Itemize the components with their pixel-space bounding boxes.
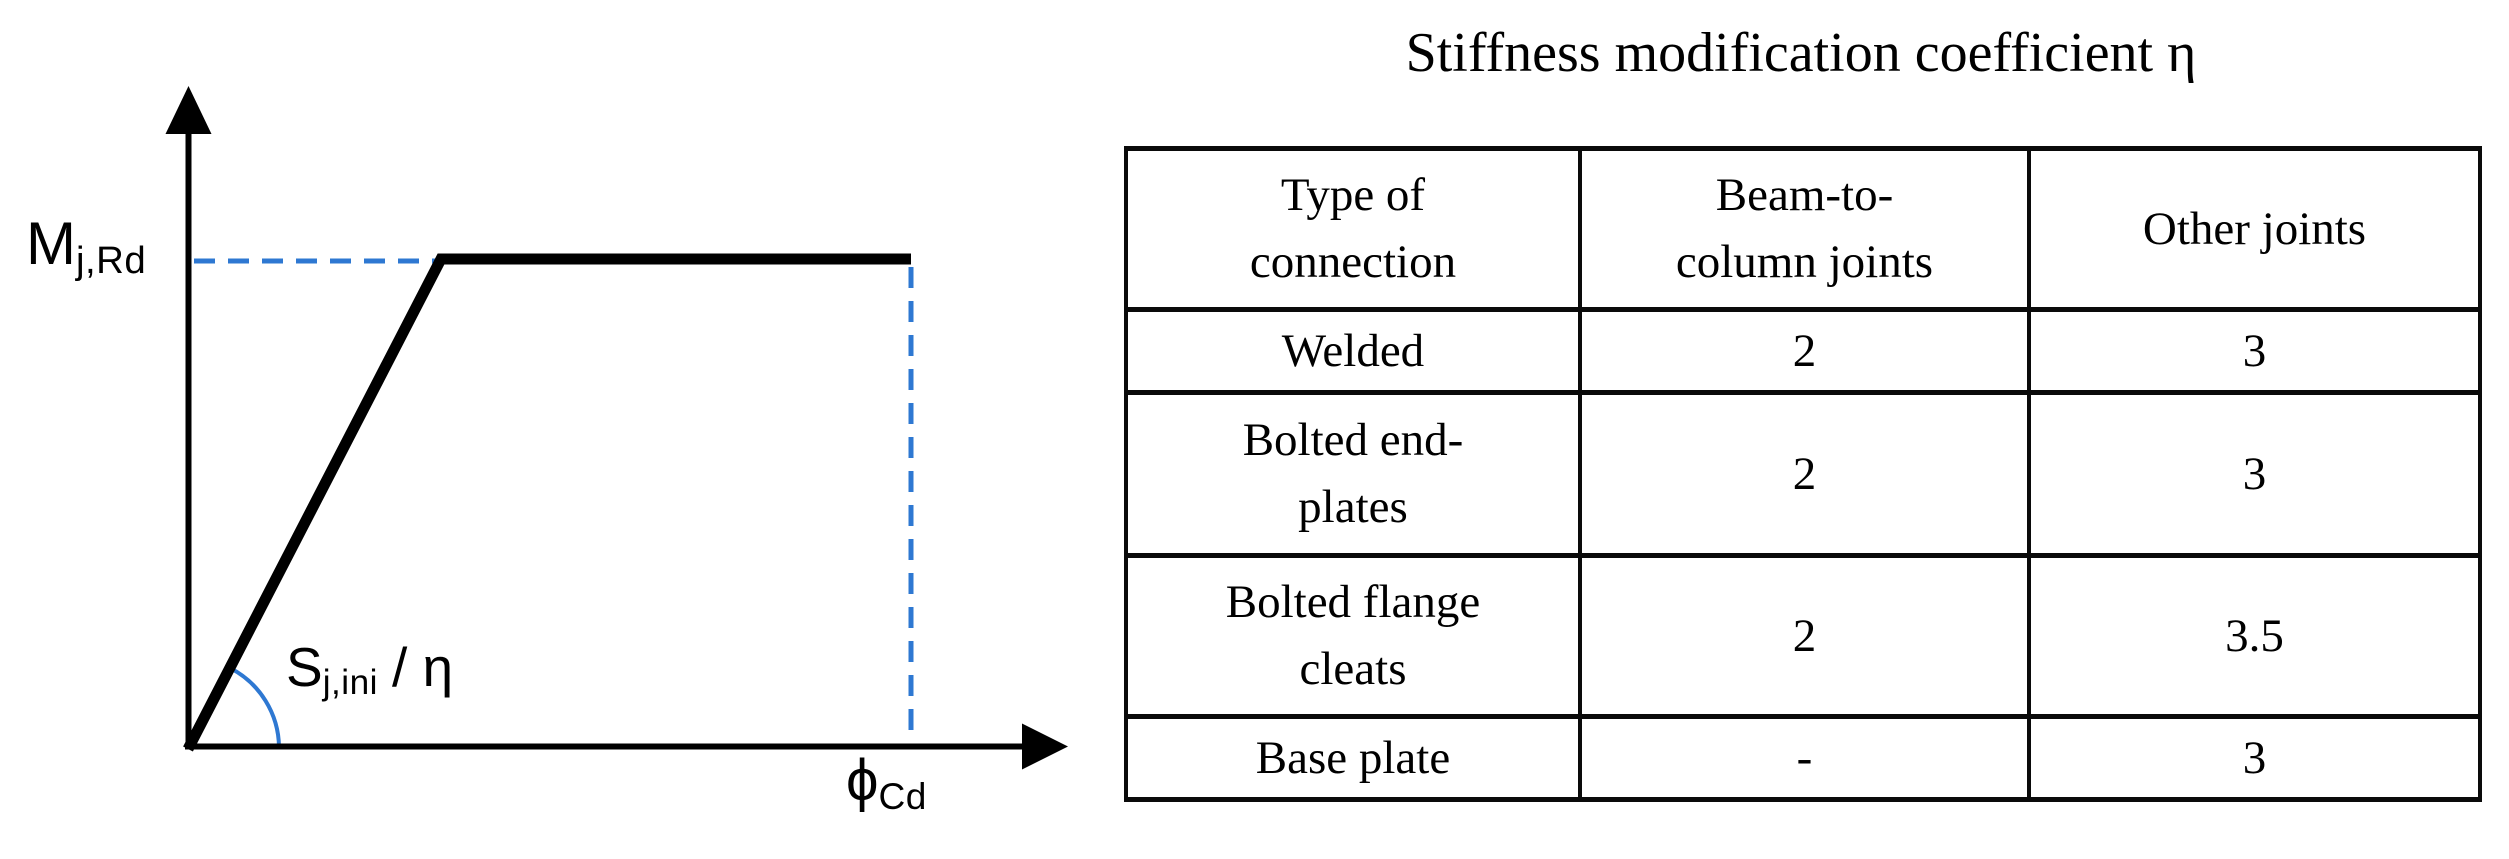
col-header-type-of-connection: Type of connection [1124,146,1582,312]
stiffness-label-suffix: / η [392,636,454,698]
table-title: Stiffness modification coefficient η [1405,22,2197,84]
rotation-label-subscript: Cd [878,774,927,817]
col-header-other-joints: Other joints [2027,146,2482,312]
moment-label-subscript: j,Rd [75,239,147,283]
rotation-capacity-label: ϕCd [846,752,927,815]
y-axis-arrow-icon [165,86,212,134]
cell-beam-to-column-value: 2 [1578,390,2031,558]
cell-other-joints-value: 3 [2027,714,2482,802]
row-label: Bolted flange cleats [1124,553,1582,719]
stiffness-label-subscript: j,ini [322,663,378,703]
cell-other-joints-value: 3 [2027,307,2482,395]
angle-arc [228,666,281,749]
cell-beam-to-column-value: 2 [1578,307,2031,395]
table-header-row: Type of connection Beam-to- column joint… [1124,146,2482,312]
cell-beam-to-column-value: - [1578,714,2031,802]
moment-resistance-label: Mj,Rd [26,214,146,281]
row-label: Base plate [1124,714,1582,802]
stiffness-coefficient-table: Type of connection Beam-to- column joint… [1124,146,2482,802]
cell-other-joints-value: 3 [2027,390,2482,558]
bilinear-curve [183,253,911,752]
cell-beam-to-column-value: 2 [1578,553,2031,719]
table-row-base-plate: Base plate - 3 [1124,714,2482,802]
moment-rotation-diagram [165,86,1068,770]
stiffness-label-base: S [286,636,323,698]
row-label: Bolted end- plates [1124,390,1582,558]
table-row-welded: Welded 2 3 [1124,307,2482,395]
table-row-bolted-flange-cleats: Bolted flange cleats 2 3.5 [1124,553,2482,719]
x-axis-arrow-icon [1022,723,1068,770]
initial-stiffness-label: Sj,ini/ η [286,640,453,701]
col-header-beam-to-column-joints: Beam-to- column joints [1578,146,2031,312]
row-label: Welded [1124,307,1582,395]
moment-label-base: M [26,210,76,277]
cell-other-joints-value: 3.5 [2027,553,2482,719]
table-row-bolted-end-plates: Bolted end- plates 2 3 [1124,390,2482,558]
rotation-label-base: ϕ [846,748,879,813]
